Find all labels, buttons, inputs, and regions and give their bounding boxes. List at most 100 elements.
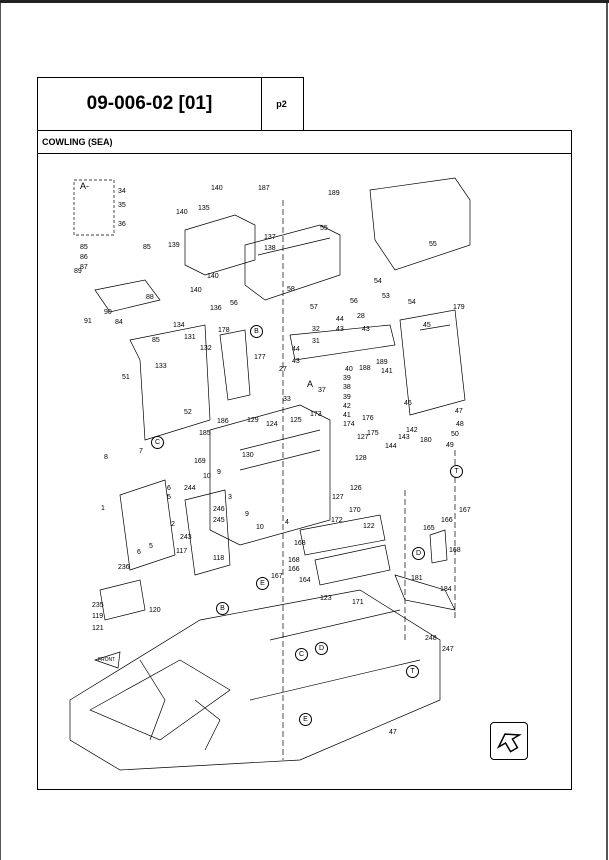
callout-number: 43 bbox=[292, 358, 300, 365]
callout-number: 188 bbox=[359, 365, 371, 372]
callout-number: 180 bbox=[420, 437, 432, 444]
callout-number: 184 bbox=[440, 586, 452, 593]
callout-number: 128 bbox=[355, 455, 367, 462]
callout-number: 246 bbox=[213, 506, 225, 513]
callout-number: 167 bbox=[459, 507, 471, 514]
callout-number: 10 bbox=[256, 524, 264, 531]
callout-number: 6 bbox=[167, 485, 171, 492]
callout-number: 236 bbox=[118, 564, 130, 571]
callout-number: 179 bbox=[453, 304, 465, 311]
detail-reference-circle: E bbox=[256, 577, 269, 590]
callout-number: 134 bbox=[173, 322, 185, 329]
callout-number: 88 bbox=[146, 294, 154, 301]
callout-number: 120 bbox=[149, 607, 161, 614]
callout-number: 47 bbox=[455, 408, 463, 415]
view-marker: A- bbox=[80, 181, 89, 191]
callout-number: 189 bbox=[376, 359, 388, 366]
callout-number: 170 bbox=[349, 507, 361, 514]
callout-number: 143 bbox=[398, 434, 410, 441]
callout-number: 85 bbox=[80, 244, 88, 251]
callout-number: 142 bbox=[406, 427, 418, 434]
detail-reference-circle: B bbox=[216, 602, 229, 615]
callout-number: 9 bbox=[217, 469, 221, 476]
callout-number: 5 bbox=[167, 494, 171, 501]
callout-number: 139 bbox=[168, 242, 180, 249]
callout-number: 177 bbox=[254, 354, 266, 361]
window-top-bar bbox=[0, 0, 609, 3]
callout-number: 40 bbox=[345, 366, 353, 373]
detail-reference-circle: D bbox=[315, 642, 328, 655]
callout-number: 178 bbox=[218, 327, 230, 334]
callout-number: 181 bbox=[411, 575, 423, 582]
next-page-arrow-icon bbox=[496, 733, 522, 753]
section-title: COWLING (SEA) bbox=[38, 131, 571, 154]
page-frame bbox=[0, 3, 608, 860]
callout-number: 131 bbox=[184, 334, 196, 341]
callout-number: 54 bbox=[374, 278, 382, 285]
callout-number: 56 bbox=[230, 300, 238, 307]
detail-reference-circle: C bbox=[295, 648, 308, 661]
callout-number: 140 bbox=[211, 185, 223, 192]
callout-number: 58 bbox=[287, 286, 295, 293]
callout-number: 55 bbox=[429, 241, 437, 248]
callout-number: 44 bbox=[336, 316, 344, 323]
callout-number: 57 bbox=[310, 304, 318, 311]
callout-number: 55 bbox=[320, 225, 328, 232]
callout-number: 10 bbox=[203, 473, 211, 480]
callout-number: 140 bbox=[207, 273, 219, 280]
callout-number: 165 bbox=[423, 525, 435, 532]
callout-number: 164 bbox=[299, 577, 311, 584]
callout-number: 135 bbox=[198, 205, 210, 212]
callout-number: 166 bbox=[441, 517, 453, 524]
callout-number: 86 bbox=[80, 254, 88, 261]
callout-number: 248 bbox=[425, 635, 437, 642]
callout-number: 43 bbox=[362, 326, 370, 333]
callout-number: 122 bbox=[363, 523, 375, 530]
callout-number: 39 bbox=[343, 394, 351, 401]
callout-number: 52 bbox=[184, 409, 192, 416]
next-page-button[interactable] bbox=[490, 722, 528, 760]
callout-number: 46 bbox=[404, 400, 412, 407]
detail-reference-circle: D bbox=[412, 547, 425, 560]
detail-reference-circle: B bbox=[250, 325, 263, 338]
callout-number: 39 bbox=[343, 375, 351, 382]
callout-number: 4 bbox=[285, 519, 289, 526]
callout-number: 130 bbox=[242, 452, 254, 459]
callout-number: 173 bbox=[310, 411, 322, 418]
callout-number: 5 bbox=[149, 543, 153, 550]
callout-number: 1 bbox=[101, 505, 105, 512]
callout-number: 90 bbox=[104, 309, 112, 316]
callout-number: 3 bbox=[228, 494, 232, 501]
callout-number: 117 bbox=[176, 548, 188, 555]
callout-number: 235 bbox=[92, 602, 104, 609]
callout-number: 172 bbox=[331, 517, 343, 524]
callout-number: 37 bbox=[318, 387, 326, 394]
callout-number: 118 bbox=[213, 555, 225, 562]
callout-number: 133 bbox=[155, 363, 167, 370]
callout-number: 32 bbox=[312, 326, 320, 333]
callout-number: 45 bbox=[423, 322, 431, 329]
callout-number: 125 bbox=[290, 417, 302, 424]
callout-number: 166 bbox=[288, 566, 300, 573]
callout-number: 132 bbox=[200, 345, 212, 352]
callout-number: 84 bbox=[115, 319, 123, 326]
callout-number: 189 bbox=[328, 190, 340, 197]
callout-number: 34 bbox=[118, 188, 126, 195]
callout-number: 54 bbox=[408, 299, 416, 306]
callout-number: 243 bbox=[180, 534, 192, 541]
callout-number: 119 bbox=[92, 613, 104, 620]
callout-number: 129 bbox=[247, 417, 259, 424]
callout-number: 141 bbox=[381, 368, 393, 375]
callout-number: 43 bbox=[336, 326, 344, 333]
callout-number: 168 bbox=[449, 547, 461, 554]
callout-number: 187 bbox=[258, 185, 270, 192]
callout-number: 53 bbox=[382, 293, 390, 300]
callout-number: 176 bbox=[362, 415, 374, 422]
detail-reference-circle: T bbox=[406, 665, 419, 678]
callout-number: 50 bbox=[451, 431, 459, 438]
callout-number: 47 bbox=[389, 729, 397, 736]
callout-number: 35 bbox=[118, 202, 126, 209]
callout-number: 27 bbox=[279, 366, 287, 373]
callout-number: 124 bbox=[266, 421, 278, 428]
